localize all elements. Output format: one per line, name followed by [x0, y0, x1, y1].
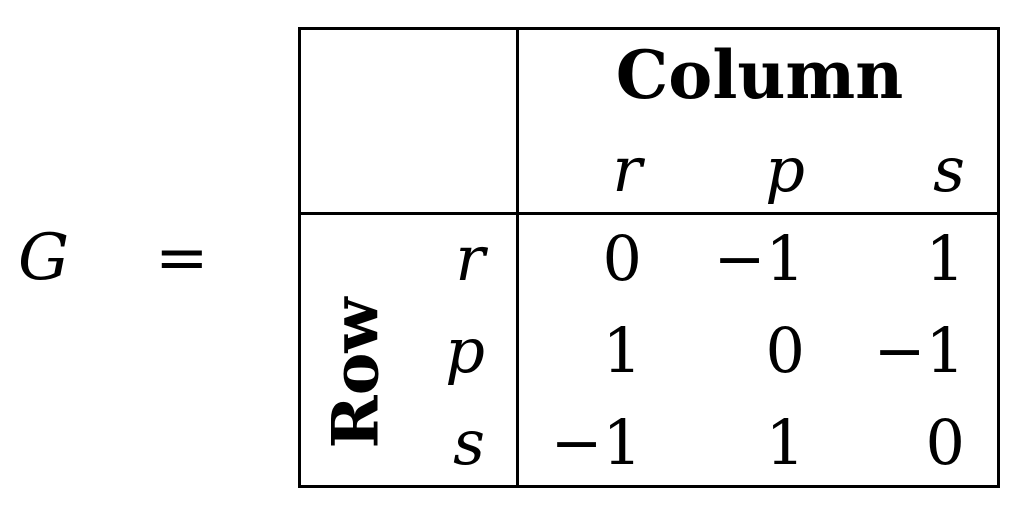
column-label-p: p — [765, 133, 805, 206]
row-label-p: p — [445, 314, 485, 387]
cell-p-p: 0 — [765, 314, 805, 387]
cell-p-r: 1 — [602, 314, 642, 387]
row-label-r: r — [455, 222, 485, 295]
cell-r-s: 1 — [925, 222, 965, 295]
table-horizontal-divider — [301, 212, 997, 215]
cell-p-s: −1 — [873, 314, 965, 387]
cell-r-r: 0 — [602, 222, 642, 295]
table-vertical-divider — [516, 30, 519, 485]
payoff-matrix-table: Column r p s Row r p s 0 −1 1 1 0 −1 −1 … — [298, 27, 1000, 488]
cell-s-s: 0 — [925, 406, 965, 479]
lhs-symbol: G — [18, 221, 70, 295]
cell-s-r: −1 — [550, 406, 642, 479]
row-header-label: Row — [318, 297, 394, 449]
column-header: Column — [615, 36, 904, 114]
row-label-s: s — [453, 406, 485, 479]
column-label-s: s — [933, 133, 965, 206]
cell-s-p: 1 — [765, 406, 805, 479]
equals-sign: = — [155, 221, 209, 295]
row-header: Row — [311, 215, 401, 488]
cell-r-p: −1 — [713, 222, 805, 295]
column-label-r: r — [612, 133, 642, 206]
